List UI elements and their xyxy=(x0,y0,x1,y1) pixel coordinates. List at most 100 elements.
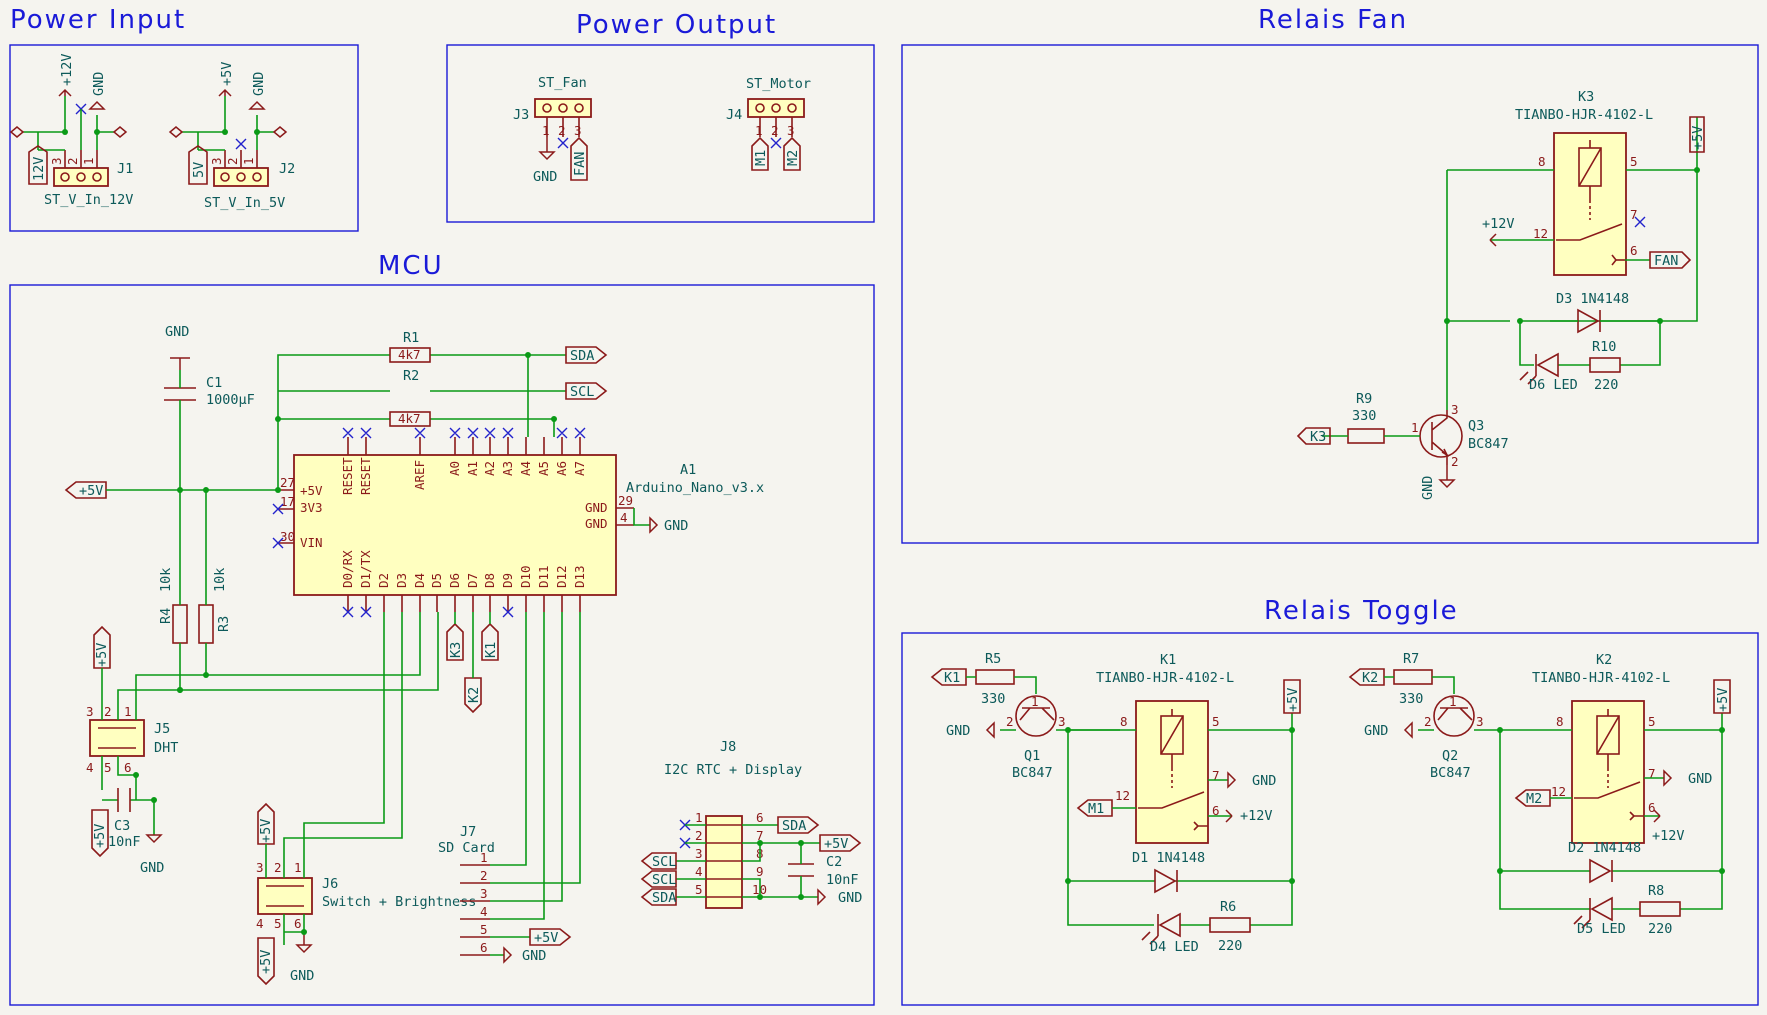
r9-body xyxy=(1347,428,1385,444)
j8-ref: J8 xyxy=(720,739,736,755)
transistor-q3[interactable]: 1 3 2 Q3 BC847 xyxy=(1411,402,1509,469)
j2-pin-number: 3 xyxy=(209,157,224,165)
junction xyxy=(798,894,804,900)
a1-pin-name: +5V xyxy=(300,483,323,498)
j3-pin-circle xyxy=(558,103,568,113)
connector-j7[interactable]: J7 SD Card 1 2 3 4 5 6 xyxy=(438,824,495,956)
resistor-r9[interactable]: R9 330 xyxy=(1347,391,1385,444)
j2-gnd-label: GND xyxy=(251,72,267,96)
diode-d3[interactable]: D3 1N4148 xyxy=(1556,291,1629,334)
resistor-r6[interactable]: R6 220 xyxy=(1209,899,1251,954)
k1-plus12v-label: +12V xyxy=(1240,808,1273,824)
a1-pin-name: D3 xyxy=(394,573,409,588)
r2-body xyxy=(389,411,431,427)
d6-symbol xyxy=(1535,352,1559,378)
k3-pin-number: 12 xyxy=(1533,226,1548,241)
a1-pin-name: AREF xyxy=(412,460,427,490)
k2-gnd-label: GND xyxy=(1688,771,1712,787)
a1-pin-name: D2 xyxy=(376,573,391,588)
resistor-r5[interactable]: R5 330 xyxy=(975,651,1015,707)
r2-ref: R2 xyxy=(403,368,419,384)
capacitor-c3[interactable]: C3 10nF xyxy=(108,788,141,850)
connector-j6[interactable]: 3 2 1 4 5 6 J6 Switch + Brightness xyxy=(256,860,476,931)
plus5v-wires xyxy=(106,354,555,491)
connector-j8[interactable]: 1 2 3 4 5 6 7 8 9 10 J8 I2C RTC + Displa… xyxy=(664,739,802,909)
a1-pin-name: D4 xyxy=(412,573,427,588)
j5-plus5v-text: +5V xyxy=(94,643,110,667)
connector-j1[interactable]: 3 2 1 J1 ST_V_In_12V +12V GND 12V xyxy=(9,53,133,208)
k2-pin-label xyxy=(464,677,482,714)
gnd-bar-icon xyxy=(170,357,190,370)
resistor-r2[interactable]: 4k7 R2 xyxy=(389,368,431,427)
resistor-r4[interactable]: R4 10k xyxy=(158,568,188,644)
connector-j4[interactable]: 1 2 3 ST_Motor J4 M1 M2 xyxy=(726,76,811,171)
j4-pin-circle xyxy=(787,103,797,113)
junction xyxy=(151,797,157,803)
capacitor-c1[interactable]: C1 1000µF xyxy=(164,375,255,408)
connector-j3[interactable]: 1 2 3 ST_Fan J3 GND FAN xyxy=(513,75,592,185)
k2-switch xyxy=(1574,781,1641,799)
diode-d2[interactable]: D2 1N4148 xyxy=(1568,840,1641,884)
r6-value: 220 xyxy=(1218,938,1242,954)
m1-net-label: M1 xyxy=(1088,801,1104,817)
connector-j2[interactable]: 3 2 1 J2 ST_V_In_5V +5V GND 5V xyxy=(168,62,295,211)
relay-k2[interactable]: 8 5 7 12 6 K2 TIANBO-HJR-4102-L xyxy=(1532,652,1670,844)
k2-body xyxy=(1571,700,1645,844)
transistor-q1[interactable]: 2 3 1 Q1 BC847 xyxy=(1006,694,1066,781)
j6-pin-number: 4 xyxy=(256,916,264,931)
resistor-r8[interactable]: R8 220 xyxy=(1639,883,1681,937)
a1-pin-number: 27 xyxy=(280,475,295,490)
arduino-nano-a1[interactable]: A1 Arduino_Nano_v3.x +5V 3V3 VIN 27 17 3… xyxy=(272,427,764,618)
k2-ref: K2 xyxy=(1596,652,1612,668)
resistor-r10[interactable]: R10 220 xyxy=(1589,339,1621,393)
r10-value: 220 xyxy=(1594,377,1618,393)
relay-k3[interactable]: 8 5 7 12 6 K3 TIANBO-HJR-4102-L xyxy=(1515,89,1653,276)
a1-pin-name: RESET xyxy=(340,457,355,495)
j6-pin-number: 1 xyxy=(294,860,302,875)
gnd-triangle-icon xyxy=(538,137,556,161)
sda-scl-wires xyxy=(528,354,566,392)
resistor-r1[interactable]: 4k7 R1 xyxy=(389,330,431,363)
k2-plus5v-text: +5V xyxy=(1715,688,1731,712)
resistor-r3[interactable]: R3 10k xyxy=(198,568,232,644)
j6-wires xyxy=(265,612,403,878)
q3-value: BC847 xyxy=(1468,436,1509,452)
mcu-k1-label: K1 xyxy=(483,642,499,658)
sda-hier-label xyxy=(565,346,608,364)
k2-pin-number: 8 xyxy=(1556,714,1564,729)
a1-top-pins xyxy=(347,437,581,455)
power-input-frame xyxy=(9,44,359,232)
j8-sda-label xyxy=(640,888,677,906)
k2-pin-number: 7 xyxy=(1648,766,1656,781)
led-d4[interactable]: D4 LED xyxy=(1141,912,1199,955)
a1-pin-name: 3V3 xyxy=(300,500,323,515)
j8-pin-number: 6 xyxy=(756,810,764,825)
j4-pins xyxy=(759,117,793,137)
j2-pin-number: 1 xyxy=(241,157,256,165)
led-d5[interactable]: D5 LED xyxy=(1573,896,1626,937)
j5-pin-number: 3 xyxy=(86,704,94,719)
j8-gnd-label: GND xyxy=(838,890,862,906)
plus5v-arrow-icon xyxy=(218,88,232,97)
diode-d1[interactable]: D1 1N4148 xyxy=(1132,850,1205,894)
pwr-flag-icon xyxy=(272,126,288,138)
junction xyxy=(62,129,68,135)
led-d6[interactable]: D6 LED xyxy=(1519,352,1578,393)
j6-gnd-label: GND xyxy=(290,968,314,984)
gnd-triangle-icon xyxy=(88,100,106,110)
k3-hier-label xyxy=(1296,427,1331,445)
gnd-triangle-icon xyxy=(1403,721,1413,739)
j7-pin-number: 4 xyxy=(480,904,488,919)
connector-j5[interactable]: 3 2 1 4 5 6 J5 DHT xyxy=(86,704,178,775)
j5-pin-number: 6 xyxy=(124,760,132,775)
r4-value: 10k xyxy=(158,568,174,592)
j5-pin-number: 5 xyxy=(104,760,112,775)
q2-symbol xyxy=(1437,707,1473,721)
resistor-r7[interactable]: R7 330 xyxy=(1393,651,1433,707)
capacitor-c2[interactable]: C2 10nF xyxy=(788,854,859,888)
relay-k1[interactable]: 8 5 7 12 6 K1 TIANBO-HJR-4102-L xyxy=(1096,652,1234,844)
k1-plus5v-text: +5V xyxy=(1285,688,1301,712)
transistor-q2[interactable]: 2 3 1 Q2 BC847 xyxy=(1424,694,1484,781)
j2-wires xyxy=(182,96,274,151)
r3-ref: R3 xyxy=(216,616,232,632)
